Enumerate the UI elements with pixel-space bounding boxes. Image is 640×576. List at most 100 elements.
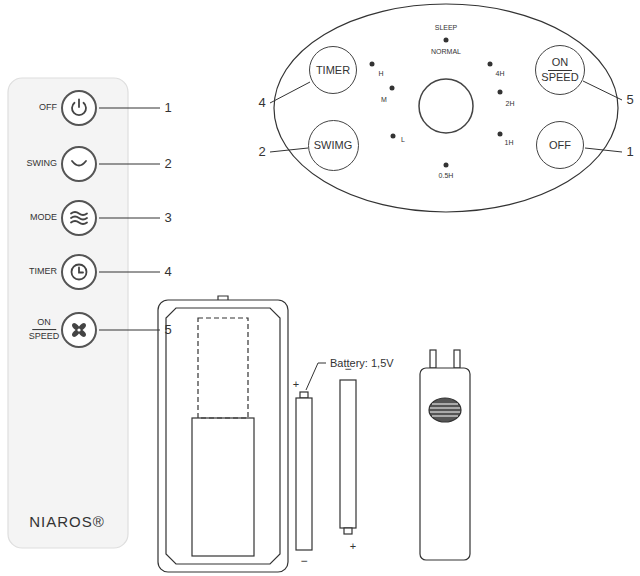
leader-line [99, 330, 160, 331]
panel-button: ONSPEED [535, 45, 585, 95]
callout-number: 4 [164, 265, 171, 279]
indicator-label: 2H [506, 100, 515, 108]
polarity-sign: + [350, 540, 356, 552]
grille-lines [430, 404, 460, 416]
off-button [62, 91, 96, 125]
remote-notch [218, 296, 228, 300]
indicator-dots [370, 38, 503, 168]
timer-icon [79, 268, 83, 273]
button-label: OFF [39, 103, 57, 113]
leader-line [270, 148, 308, 152]
button-icons [71, 100, 87, 280]
leader-line [99, 272, 160, 273]
battery-label: Battery: 1,5V [330, 357, 394, 369]
timer-icon [72, 265, 87, 280]
button-text: SPEED [541, 71, 578, 84]
battery [296, 398, 312, 550]
mode-button [62, 201, 96, 235]
speed-button [62, 313, 96, 347]
callout-number: 5 [626, 93, 633, 107]
swing-icon [72, 161, 86, 166]
button-label: ON [32, 318, 56, 330]
indicator-dot [488, 62, 493, 67]
adapter-grille [429, 398, 461, 422]
remote-back-outline [158, 300, 288, 572]
leader-line [583, 81, 622, 100]
battery-cover [192, 418, 254, 556]
panel-button: OFF [536, 121, 584, 169]
leader-line [99, 164, 160, 165]
remote-back [158, 296, 288, 572]
indicator-label: 1H [505, 139, 514, 147]
indicator-label: 0.5H [439, 172, 454, 180]
remote-buttons [62, 91, 96, 347]
panel-button: TIMER [309, 46, 357, 94]
grille-line [430, 412, 460, 413]
battery-cover-slot [198, 318, 248, 418]
callout-number: 1 [164, 101, 171, 115]
polarity-sign: − [300, 555, 307, 568]
mode-label: NORMAL [431, 48, 461, 56]
leader-lines [99, 108, 160, 330]
button-text: SWIMG [314, 139, 353, 152]
adapter-body [420, 368, 470, 560]
indicator-dot [391, 134, 396, 139]
button-label: MODE [30, 213, 57, 223]
indicator-dot [390, 86, 395, 91]
remote-back-inner [166, 308, 280, 564]
leader-line [306, 363, 326, 390]
indicator-dot [498, 90, 503, 95]
battery-cap [300, 392, 308, 398]
leader-line [99, 218, 160, 219]
center-button [419, 79, 473, 133]
fan-hub [77, 328, 80, 331]
leader-line [270, 82, 310, 103]
callout-number: 3 [164, 211, 171, 225]
indicator-dot [444, 163, 449, 168]
grille-line [430, 408, 460, 409]
leader-line [585, 148, 622, 152]
grille-line [432, 404, 458, 405]
power-adapter [420, 350, 470, 560]
indicator-label: 4H [496, 70, 505, 78]
button-text: OFF [549, 139, 571, 152]
mode-icon [71, 212, 87, 215]
mode-icon [71, 217, 87, 220]
button-label: SPEED [29, 332, 60, 342]
callout-number: 4 [258, 96, 265, 110]
indicator-dot [444, 38, 449, 43]
battery-cap [344, 528, 352, 534]
mode-label: SLEEP [435, 24, 458, 32]
plug-prong [430, 350, 436, 368]
power-icon [78, 100, 80, 108]
polarity-sign: − [344, 363, 351, 376]
timer-button [62, 255, 96, 289]
battery [340, 380, 356, 528]
remote-body [8, 78, 128, 548]
panel-button: SWIMG [308, 120, 359, 171]
callout-number: 2 [164, 157, 171, 171]
indicator-dot [370, 62, 375, 67]
callout-number: 2 [258, 145, 265, 159]
control-panel [274, 4, 618, 212]
indicator-dot [498, 132, 503, 137]
mode-icon [71, 221, 87, 224]
fan-blade [71, 322, 81, 332]
indicator-label: H [378, 70, 383, 78]
batteries [296, 380, 356, 550]
indicator-label: M [381, 96, 387, 104]
button-text: ON [548, 56, 573, 71]
leader-line [99, 108, 160, 109]
button-text: TIMER [316, 64, 350, 77]
callout-number: 1 [626, 145, 633, 159]
callout-number: 5 [164, 323, 171, 337]
button-label: TIMER [29, 267, 57, 277]
button-label: SWING [27, 159, 58, 169]
fan-icon [71, 322, 87, 338]
grille-line [432, 416, 458, 417]
polarity-sign: + [293, 378, 299, 390]
plug-prong [454, 350, 460, 368]
indicator-label: L [401, 136, 405, 144]
swing-button [62, 147, 96, 181]
